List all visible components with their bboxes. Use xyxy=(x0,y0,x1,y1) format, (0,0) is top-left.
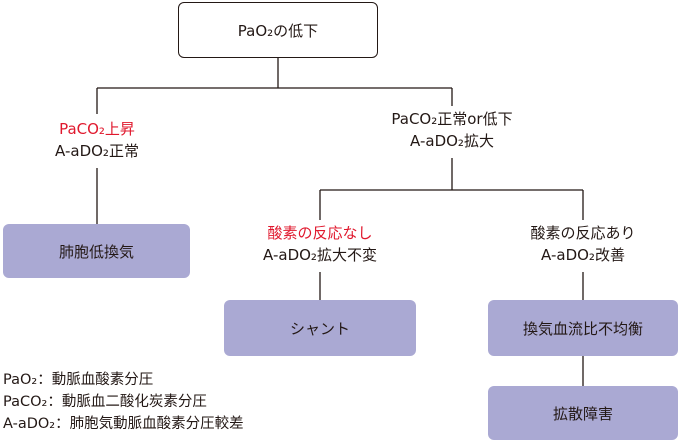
sub-left-condition: 酸素の反応なし A-aDO₂拡大不変 xyxy=(263,222,377,266)
left-branch-condition: PaCO₂上昇 A-aDO₂正常 xyxy=(55,118,139,162)
root-node: PaO₂の低下 xyxy=(178,2,378,58)
left-cond1: PaCO₂上昇 xyxy=(59,120,135,138)
diffusion-impairment-label: 拡散障害 xyxy=(552,404,613,423)
sub-right-cond2: A-aDO₂改善 xyxy=(541,246,625,264)
left-result-label: 肺胞低換気 xyxy=(58,242,134,261)
legend-pao2: PaO₂：動脈血酸素分圧 xyxy=(3,372,154,388)
alveolar-hypoventilation-node: 肺胞低換気 xyxy=(3,224,190,278)
vq-mismatch-node: 換気血流比不均衡 xyxy=(488,300,678,356)
shunt-node: シャント xyxy=(224,300,416,356)
legend-aado2: A-aDO₂：肺胞気動脈血酸素分圧較差 xyxy=(3,416,244,432)
right-cond1: PaCO₂正常or低下 xyxy=(391,110,513,128)
sub-right-cond1: 酸素の反応あり xyxy=(530,224,636,242)
sub-left-cond1: 酸素の反応なし xyxy=(267,224,373,242)
right-branch-condition: PaCO₂正常or低下 A-aDO₂拡大 xyxy=(391,108,512,152)
shunt-label: シャント xyxy=(289,319,350,338)
abbreviation-legend: PaO₂：動脈血酸素分圧 PaCO₂：動脈血二酸化炭素分圧 A-aDO₂：肺胞気… xyxy=(3,369,244,435)
vq-mismatch-label: 換気血流比不均衡 xyxy=(522,319,643,338)
left-cond2: A-aDO₂正常 xyxy=(55,142,139,160)
sub-right-condition: 酸素の反応あり A-aDO₂改善 xyxy=(530,222,635,266)
diffusion-impairment-node: 拡散障害 xyxy=(488,386,678,440)
sub-left-cond2: A-aDO₂拡大不変 xyxy=(263,246,377,264)
legend-paco2: PaCO₂：動脈血二酸化炭素分圧 xyxy=(3,394,207,410)
right-cond2: A-aDO₂拡大 xyxy=(410,132,494,150)
root-label: PaO₂の低下 xyxy=(237,21,319,40)
